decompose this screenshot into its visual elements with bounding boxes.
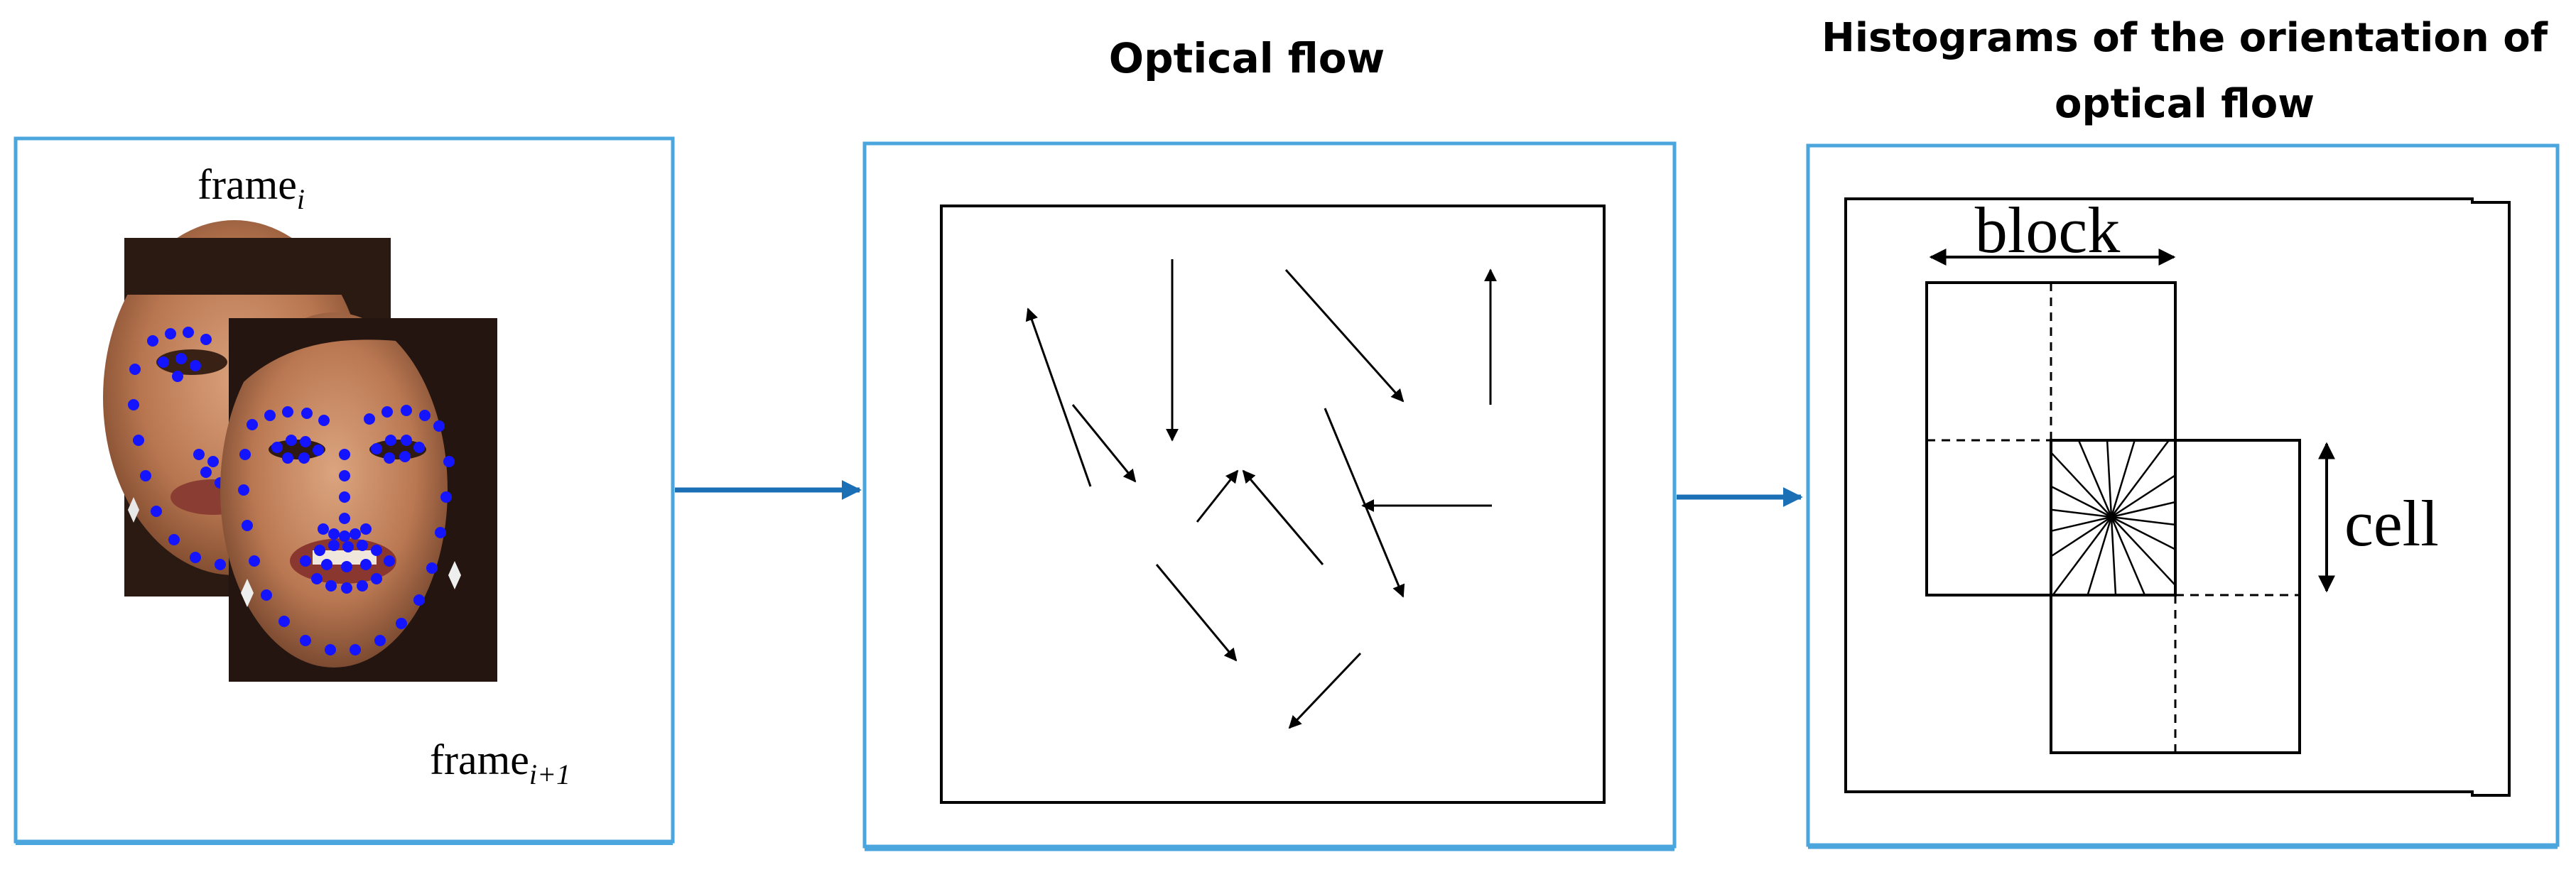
orientation-ray [2050,516,2112,533]
flow-vector [1242,469,1324,565]
orientation-ray [2111,516,2176,550]
orientation-ray [2111,474,2176,518]
flow-vector [1196,469,1239,523]
histograms-title-line2: optical flow [2055,81,2315,127]
cell-label: cell [2344,487,2439,560]
optical-flow-panel: Optical flow [862,34,1677,851]
optical-flow-title: Optical flow [1109,34,1385,82]
frame-i-plus-1-label-base: frame [430,736,529,783]
frames-panel: framei [13,136,675,845]
orientation-ray [2110,440,2136,518]
flow-vectors [1025,259,1497,729]
orientation-ray [2077,440,2113,518]
orientation-ray [2050,485,2112,518]
frame-i-label: framei [197,161,305,215]
frame-i-plus-1-label: framei+1 [430,736,570,790]
histograms-frame [1844,197,2511,797]
flow-vector [1071,404,1137,483]
flow-vector [1155,564,1238,662]
orientation-ray [2106,440,2113,518]
frame-i-plus-1-label-sub: i+1 [529,758,570,790]
orientation-histogram-rays [2050,440,2176,596]
histograms-title-line1: Histograms of the orientation of [1822,15,2548,61]
frame-i-label-sub: i [297,183,305,215]
orientation-ray [2111,501,2176,518]
orientation-ray [2111,516,2176,586]
orientation-ray [2050,516,2112,557]
flow-vector [1025,307,1092,487]
block-label: block [1975,194,2120,266]
orientation-ray [2052,516,2112,596]
landmarks-frame-i-plus-1 [238,405,455,655]
orientation-ray [2050,452,2112,518]
face-image-frame-i-plus-1 [220,312,497,682]
orientation-ray [2111,516,2176,526]
orientation-ray [2111,440,2170,518]
flow-vector [1284,269,1405,403]
orientation-ray [2050,508,2112,518]
orientation-ray [2110,516,2117,596]
histograms-panel: Histograms of the orientation of optical… [1806,15,2560,849]
landmarks-frame-i [128,327,226,570]
orientation-ray [2110,516,2146,596]
frame-i-label-base: frame [197,161,297,208]
orientation-ray [2087,516,2113,596]
flow-vector [1288,652,1362,729]
